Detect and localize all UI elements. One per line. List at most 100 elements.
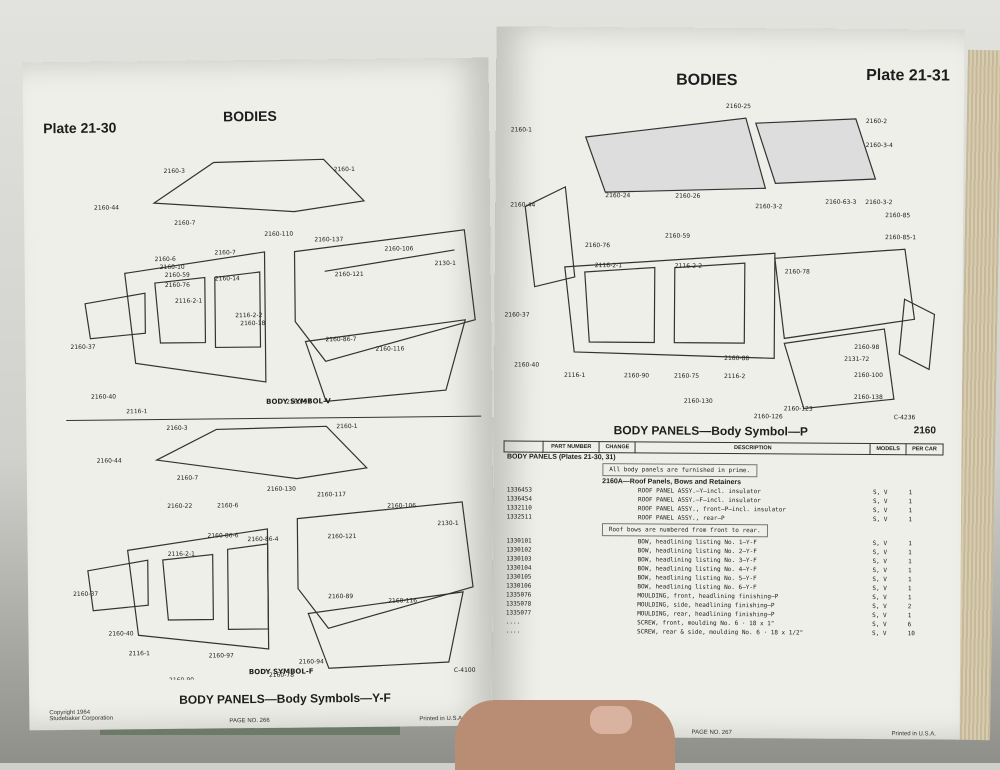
part-callout: 2160-76	[585, 242, 610, 249]
part-callout: 2160-37	[70, 344, 95, 351]
section-title: BODY PANELS—Body Symbol—P	[613, 423, 808, 439]
part-callout: 2160-59	[665, 233, 690, 240]
models-cell: S, V	[872, 558, 888, 566]
models-cell: S, V	[872, 540, 888, 548]
part-callout: 2160-90	[166, 413, 191, 414]
table-row: ....SCREW, rear & side, moulding No. 6 ·…	[503, 626, 942, 638]
models-cell: S, V	[873, 489, 888, 497]
models-cell: S, V	[872, 507, 888, 515]
part-callout: 2160-89	[328, 593, 353, 600]
part-callout: 2116-2-1	[175, 298, 202, 305]
part-callout: 2160-123	[784, 405, 813, 412]
models-cell: S, V	[872, 594, 887, 602]
part-callout: 2160-26	[675, 193, 700, 200]
part-callout: 2160-137	[314, 236, 343, 243]
part-number-cell: 1335077	[505, 609, 532, 617]
body-symbol-v-label: BODY SYMBOL-V	[266, 397, 331, 406]
qty-cell: 1	[908, 567, 912, 575]
part-callout: 2160-115	[444, 677, 473, 681]
part-number-cell: 1336454	[506, 495, 533, 503]
table-note: Roof bows are numbered from front to rea…	[601, 523, 768, 538]
col-header: MODELS	[870, 443, 906, 455]
part-callout: 2160-1	[511, 126, 532, 133]
part-callout: 2160-18	[240, 320, 265, 327]
models-cell: S, V	[872, 549, 888, 557]
part-callout: 2160-1	[336, 423, 358, 430]
qty-cell: 2	[907, 603, 912, 611]
copyright: Copyright 1964 Studebaker Corporation	[49, 709, 114, 723]
printed-note: Printed in U.S.A.	[891, 731, 936, 738]
models-cell: S, V	[872, 630, 887, 638]
part-callout: 2160-40	[514, 362, 539, 369]
part-callout: 2160-10	[160, 264, 185, 271]
plate-number: Plate 21-30	[43, 119, 117, 137]
part-callout: 2160-44	[97, 457, 122, 464]
part-callout: 2160-25	[726, 103, 751, 110]
plate-number: Plate 21-31	[866, 66, 950, 85]
part-callout: 2160-116	[388, 597, 417, 604]
part-callout: 2160-14	[215, 275, 240, 282]
models-cell: S, V	[872, 567, 887, 575]
part-callout: 2160-3-2	[865, 199, 892, 206]
part-callout: 2160-117	[317, 491, 346, 498]
part-callout: 2160-2	[866, 118, 887, 125]
part-callout: 2160-86-4	[247, 536, 278, 543]
part-number-cell: ....	[505, 618, 521, 626]
part-callout: 2160-44	[510, 201, 535, 208]
qty-cell: 1	[908, 489, 913, 497]
part-callout: 2160-78	[269, 672, 294, 679]
part-number-cell: 1336453	[506, 486, 533, 494]
part-number-cell: ....	[505, 627, 521, 635]
part-callout: 2160-3	[166, 425, 188, 432]
qty-cell: 1	[907, 576, 912, 584]
part-callout: 2160-116	[376, 345, 405, 352]
qty-cell: 1	[908, 558, 912, 566]
part-callout: 2116-2	[246, 412, 268, 414]
thumb	[455, 700, 675, 770]
models-cell: S, V	[872, 603, 887, 611]
part-number-cell: 1330104	[506, 564, 532, 572]
part-callout: 2116-2-1	[595, 262, 622, 269]
part-callout: 2116-2-2	[235, 312, 262, 319]
models-cell: S, V	[872, 612, 887, 620]
part-callout: 2160-40	[108, 630, 133, 637]
col-header: PART NUMBER	[543, 441, 600, 453]
part-callout: 2160-37	[504, 311, 529, 318]
qty-cell: 1	[908, 516, 913, 524]
part-callout: 2116-2-1	[168, 551, 195, 558]
part-callout: 2160-76	[165, 282, 190, 289]
part-callout: 2160-97	[286, 398, 311, 405]
part-callout: 2160-22	[167, 503, 192, 510]
wagon-body-outline	[524, 117, 936, 410]
qty-cell: 1	[907, 594, 912, 602]
part-number-cell: 1330101	[506, 537, 532, 545]
part-callout: 2160-59	[165, 272, 190, 279]
part-callout: 2160-106	[387, 502, 416, 509]
col-header: CHANGE	[599, 441, 636, 453]
part-number-cell: 1335078	[505, 600, 532, 608]
qty-cell: 1	[908, 540, 912, 548]
page-number: PAGE NO. 267	[691, 729, 732, 737]
part-callout: 2131-72	[844, 356, 869, 363]
body-diagram-p: 2160-252160-22160-3-42160-12160-442160-2…	[504, 103, 936, 421]
qty-cell: 10	[907, 630, 915, 638]
models-cell: S, V	[872, 516, 888, 524]
qty-cell: 1	[908, 507, 913, 515]
part-callout: 2160-94	[299, 658, 324, 665]
page-number: PAGE NO. 266	[229, 717, 270, 725]
models-cell: S, V	[872, 576, 887, 584]
parts-table: PART NUMBER CHANGE DESCRIPTION MODELS PE…	[502, 440, 944, 638]
part-callout: 2160-90	[169, 677, 194, 681]
qty-cell: 6	[907, 621, 912, 629]
col-header: PER CAR	[905, 443, 944, 456]
part-callout: 2160-85	[885, 212, 910, 219]
part-callout: 2160-138	[854, 394, 883, 401]
part-number-cell: 1330103	[506, 555, 532, 563]
part-number-cell: 1330102	[506, 546, 532, 554]
part-callout: 2160-40	[91, 393, 116, 400]
part-number-cell: 1332511	[506, 513, 532, 521]
